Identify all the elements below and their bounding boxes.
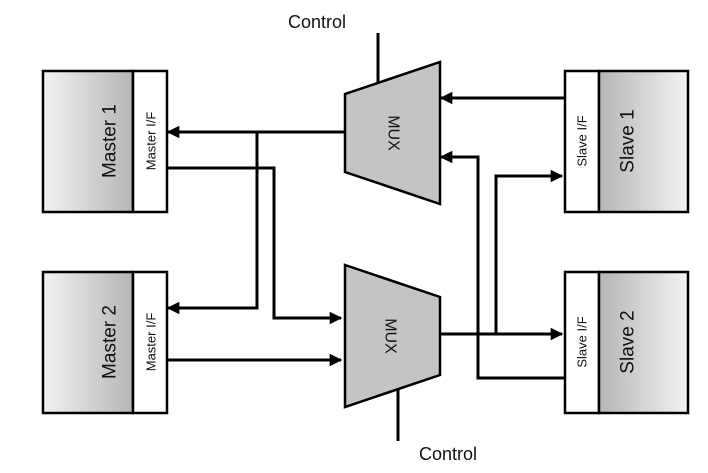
master-2-interface [131, 270, 169, 415]
mux-1-control-label: Control [288, 12, 346, 32]
master1-to-mux2-wire [168, 166, 343, 325]
slave-2-block: Slave I/F Slave 2 [563, 270, 690, 415]
mux-2-label: MUX [382, 318, 399, 354]
master-1-interface [131, 69, 169, 214]
mux2-to-slave1-branch [494, 169, 564, 334]
mux-2: MUX [343, 263, 442, 409]
master-1-block: Master 1 Master I/F [41, 69, 169, 214]
master-1-interface-label: Master I/F [144, 112, 159, 171]
mux1-to-master2-branch [166, 132, 259, 315]
slave-2-label: Slave 2 [618, 310, 639, 373]
master-2-interface-label: Master I/F [144, 313, 159, 372]
mux-1-shape [343, 60, 442, 206]
slave-1-body [597, 69, 690, 214]
slave-1-interface-label: Slave I/F [575, 115, 590, 166]
master-2-label: Master 2 [100, 305, 121, 379]
slave2-to-mux1-wire [439, 150, 565, 380]
master-1-label: Master 1 [100, 104, 121, 178]
master-2-block: Master 2 Master I/F [41, 270, 169, 415]
mux-1: MUX [343, 60, 442, 206]
mux-1-label: MUX [385, 115, 402, 151]
slave-1-interface [563, 69, 601, 214]
slave-1-label: Slave 1 [618, 109, 639, 172]
slave-2-body [597, 270, 690, 415]
slave-2-interface-label: Slave I/F [575, 316, 590, 367]
mux-2-control-label: Control [419, 444, 477, 464]
mux-2-shape [343, 263, 442, 409]
slave-1-block: Slave I/F Slave 1 [563, 69, 690, 214]
slave-2-interface [563, 270, 601, 415]
master-1-body [41, 69, 135, 214]
